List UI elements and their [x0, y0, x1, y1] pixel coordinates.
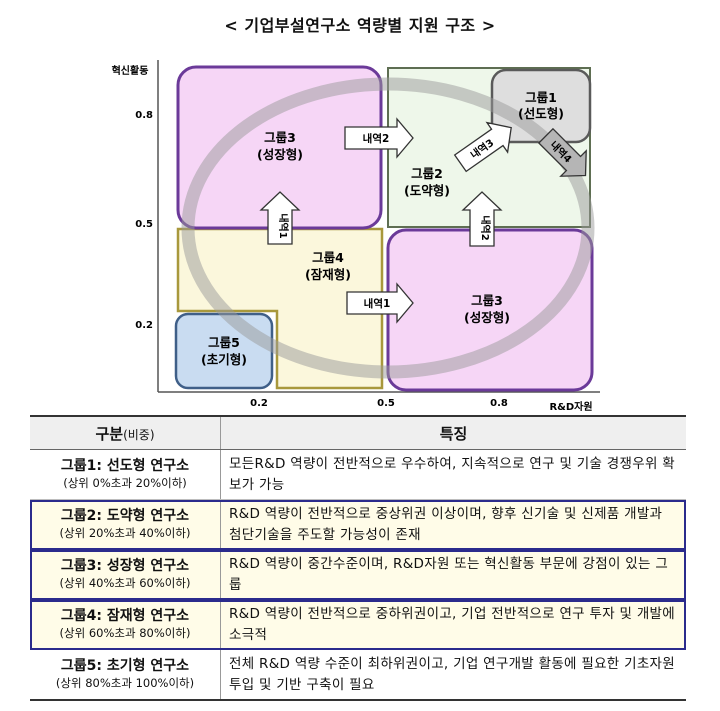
arrow-label: 내역2	[363, 132, 390, 145]
group-description: R&D 역량이 전반적으로 중상위권 이상이며, 향후 신기술 및 신제품 개발…	[220, 499, 686, 550]
table-row: 그룹4: 잠재형 연구소 (상위 60%초과 80%이하) R&D 역량이 전반…	[30, 599, 686, 650]
group-category-cell: 그룹1: 선도형 연구소 (상위 0%초과 20%이하)	[30, 449, 221, 500]
category-header-sub: (비중)	[123, 427, 155, 442]
group-category-cell: 그룹5: 초기형 연구소 (상위 80%초과 100%이하)	[30, 649, 221, 701]
group3-label-upper-type: (성장형)	[257, 147, 303, 162]
arrow-right-icon	[346, 282, 414, 324]
group4-box	[176, 227, 384, 390]
group5-label-name: 그룹5	[208, 335, 240, 350]
group5-label-type: (초기형)	[201, 352, 247, 367]
group-range: (상위 20%초과 40%이하)	[59, 526, 191, 541]
group1-label-name: 그룹1	[525, 90, 557, 105]
group3-label-lower-name: 그룹3	[471, 293, 503, 308]
y-tick: 0.2	[135, 320, 153, 331]
progression-ring	[181, 77, 595, 379]
arrow-label: 내역1	[364, 297, 391, 310]
group-name: 그룹5: 초기형 연구소	[60, 658, 190, 675]
arrow-up-icon	[259, 191, 301, 245]
x-tick: 0.8	[490, 398, 508, 409]
group-name: 그룹3: 성장형 연구소	[60, 558, 190, 575]
table-row: 그룹5: 초기형 연구소 (상위 80%초과 100%이하) 전체 R&D 역량…	[30, 649, 686, 701]
support-structure-diagram: 혁신활동 R&D자원 0.8 0.5 0.2 0.2 0.5 0.8 그룹3 (…	[112, 60, 600, 412]
group-description: R&D 역량이 전반적으로 중하위권이고, 기업 전반적으로 연구 투자 및 개…	[220, 599, 686, 650]
group-name: 그룹2: 도약형 연구소	[60, 508, 190, 525]
group5-box	[174, 312, 274, 390]
group-range: (상위 80%초과 100%이하)	[55, 676, 195, 691]
group-name: 그룹1: 선도형 연구소	[60, 458, 190, 475]
table-row: 그룹1: 선도형 연구소 (상위 0%초과 20%이하) 모든R&D 역량이 전…	[30, 449, 686, 500]
group1-label-type: (선도형)	[518, 106, 564, 121]
diagram-title: < 기업부설연구소 역량별 지원 구조 >	[224, 16, 496, 35]
group-description: 모든R&D 역량이 전반적으로 우수하여, 지속적으로 연구 및 기술 경쟁우위…	[220, 449, 686, 500]
arrow-label: 내역1	[277, 213, 290, 238]
category-header-label: 구분	[95, 424, 124, 443]
feature-header: 특징	[220, 415, 686, 450]
group-description: 전체 R&D 역량 수준이 최하위권이고, 기업 연구개발 활동에 필요한 기초…	[220, 649, 686, 701]
x-tick: 0.5	[377, 398, 395, 409]
arrow-right-icon	[344, 117, 414, 159]
group-description: R&D 역량이 중간수준이며, R&D자원 또는 혁신활동 부문에 강점이 있는…	[220, 549, 686, 600]
group3-label-lower-type: (성장형)	[464, 310, 510, 325]
group4-label-name: 그룹4	[312, 250, 344, 265]
group-name: 그룹4: 잠재형 연구소	[60, 608, 190, 625]
table-row: 그룹3: 성장형 연구소 (상위 40%초과 60%이하) R&D 역량이 중간…	[30, 549, 686, 600]
group-range: (상위 40%초과 60%이하)	[59, 576, 191, 591]
group-category-cell: 그룹3: 성장형 연구소 (상위 40%초과 60%이하)	[30, 549, 221, 600]
x-axis-label: R&D자원	[549, 400, 592, 412]
group3-label-upper-name: 그룹3	[264, 130, 296, 145]
group-category-cell: 그룹4: 잠재형 연구소 (상위 60%초과 80%이하)	[30, 599, 221, 650]
y-axis-label: 혁신활동	[112, 64, 149, 77]
arrow-up-icon	[461, 191, 503, 247]
group4-label-type: (잠재형)	[305, 267, 351, 282]
group2-label-type: (도약형)	[404, 183, 450, 198]
y-tick: 0.5	[135, 219, 153, 230]
x-tick: 0.2	[250, 398, 268, 409]
y-tick: 0.8	[135, 110, 153, 121]
category-header: 구분(비중)	[30, 415, 221, 450]
table-header-row: 구분(비중) 특징	[30, 415, 686, 450]
group-feature-table: 구분(비중) 특징 그룹1: 선도형 연구소 (상위 0%초과 20%이하) 모…	[30, 415, 686, 701]
group-range: (상위 60%초과 80%이하)	[59, 626, 191, 641]
group2-label-name: 그룹2	[411, 166, 443, 181]
table-row: 그룹2: 도약형 연구소 (상위 20%초과 40%이하) R&D 역량이 전반…	[30, 499, 686, 550]
group-category-cell: 그룹2: 도약형 연구소 (상위 20%초과 40%이하)	[30, 499, 221, 550]
arrow-label: 내역2	[479, 215, 492, 240]
group-range: (상위 0%초과 20%이하)	[63, 476, 187, 491]
